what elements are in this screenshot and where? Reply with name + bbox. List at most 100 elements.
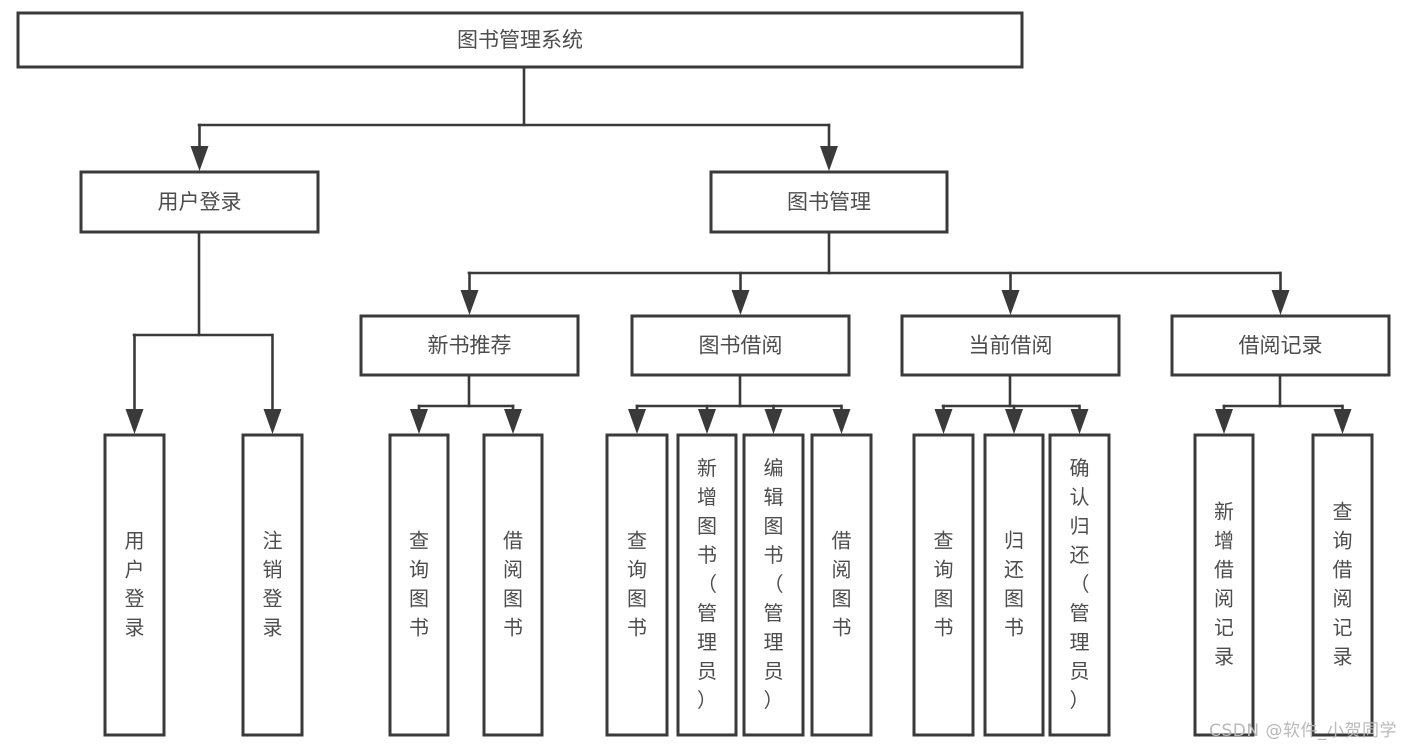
node-label: 编辑图书（管理员） <box>764 456 784 712</box>
node-box <box>630 314 851 377</box>
node-box <box>359 314 580 377</box>
node-box <box>605 433 669 737</box>
connector-new-book-rec-bus <box>417 373 515 408</box>
edge-book-borrow-to-leaf-edit-book <box>764 404 783 434</box>
edge-book-manage-to-borrow-record <box>1271 271 1290 315</box>
edge-borrow-record-to-leaf-add-record <box>1215 404 1233 434</box>
connector-borrow-record-bus <box>1222 373 1344 408</box>
node-label: 查询图书 <box>627 528 647 639</box>
node-leaf-confirm-return[interactable]: 确认归还（管理员） <box>1048 433 1111 737</box>
connector-book-borrow-bus <box>635 373 843 408</box>
node-label: 确认归还（管理员） <box>1070 456 1090 712</box>
node-box <box>709 170 949 234</box>
node-leaf-add-record[interactable]: 新增借阅记录 <box>1193 433 1255 737</box>
arrow-head <box>764 409 783 434</box>
node-label: 新书推荐 <box>428 334 512 358</box>
node-label: 借阅图书 <box>832 528 852 639</box>
node-borrow-record[interactable]: 借阅记录 <box>1170 314 1391 377</box>
node-label: 图书管理 <box>787 190 871 214</box>
watermark: CSDN @软件_小贺同学 <box>1209 721 1397 741</box>
node-leaf-user-logout[interactable]: 注销登录 <box>241 433 304 737</box>
node-label: 查询借阅记录 <box>1333 499 1353 668</box>
arrow-head <box>1001 290 1020 315</box>
node-box <box>912 433 975 737</box>
node-box <box>241 433 304 737</box>
arrow-head <box>1215 409 1233 434</box>
arrow-head <box>731 290 750 315</box>
edge-current-borrow-to-leaf-return-book <box>1005 404 1023 434</box>
node-root[interactable]: 图书管理系统 <box>16 11 1024 69</box>
edge-book-borrow-to-leaf-query-book-2 <box>628 404 646 434</box>
node-leaf-query-record[interactable]: 查询借阅记录 <box>1311 433 1374 737</box>
arrow-head <box>1005 409 1023 434</box>
connector-root-bus <box>197 65 831 127</box>
arrow-head <box>934 409 953 434</box>
node-label: 图书借阅 <box>699 334 783 358</box>
node-box <box>388 433 450 737</box>
node-box <box>482 433 544 737</box>
edge-book-manage-to-current-borrow <box>1001 271 1020 315</box>
node-label: 新增图书（管理员） <box>697 456 717 712</box>
arrow-head <box>125 409 144 434</box>
node-box <box>1193 433 1255 737</box>
node-label: 用户登录 <box>158 190 242 214</box>
node-label: 新增借阅记录 <box>1214 499 1234 668</box>
arrow-head <box>410 409 428 434</box>
node-leaf-edit-book[interactable]: 编辑图书（管理员） <box>742 433 805 737</box>
node-box <box>103 433 166 737</box>
node-label: 当前借阅 <box>969 334 1053 358</box>
arrow-head <box>1271 290 1290 315</box>
node-leaf-query-book-1[interactable]: 查询图书 <box>388 433 450 737</box>
node-leaf-return-book[interactable]: 归还图书 <box>983 433 1045 737</box>
node-label: 图书管理系统 <box>457 28 583 52</box>
edge-current-borrow-to-leaf-query-book-3 <box>934 404 953 434</box>
node-new-book-rec[interactable]: 新书推荐 <box>359 314 580 377</box>
node-book-borrow[interactable]: 图书借阅 <box>630 314 851 377</box>
edge-user-login-to-leaf-user-logout <box>263 333 282 434</box>
node-current-borrow[interactable]: 当前借阅 <box>900 314 1121 377</box>
edge-root-to-book-manage <box>820 123 838 171</box>
node-leaf-borrow-book-2[interactable]: 借阅图书 <box>810 433 873 737</box>
edge-current-borrow-to-leaf-confirm-return <box>1070 404 1089 434</box>
node-leaf-borrow-book-1[interactable]: 借阅图书 <box>482 433 544 737</box>
arrow-head <box>820 146 838 171</box>
node-label: 借阅图书 <box>503 528 523 639</box>
node-box <box>810 433 873 737</box>
node-label: 注销登录 <box>263 528 283 639</box>
arrow-head <box>832 409 851 434</box>
arrow-head <box>1070 409 1089 434</box>
node-leaf-add-book[interactable]: 新增图书（管理员） <box>676 433 738 737</box>
node-leaf-query-book-2[interactable]: 查询图书 <box>605 433 669 737</box>
node-book-manage[interactable]: 图书管理 <box>709 170 949 234</box>
edge-new-book-rec-to-leaf-borrow-book-1 <box>504 404 522 434</box>
arrow-head <box>263 409 282 434</box>
connector-book-manage-bus <box>467 230 1282 275</box>
arrow-head <box>1333 409 1352 434</box>
edge-book-manage-to-book-borrow <box>731 271 750 315</box>
arrow-head <box>190 146 209 171</box>
edge-book-borrow-to-leaf-add-book <box>698 404 716 434</box>
edge-user-login-to-leaf-user-login <box>125 333 144 434</box>
arrow-head <box>504 409 522 434</box>
node-box <box>1311 433 1374 737</box>
arrow-head <box>698 409 716 434</box>
node-box <box>676 433 738 737</box>
node-leaf-query-book-3[interactable]: 查询图书 <box>912 433 975 737</box>
edge-root-to-user-login <box>190 123 209 171</box>
node-user-login[interactable]: 用户登录 <box>79 170 320 234</box>
arrow-head <box>460 290 479 315</box>
node-box <box>742 433 805 737</box>
node-box <box>16 11 1024 69</box>
node-label: 借阅记录 <box>1239 334 1323 358</box>
node-box <box>983 433 1045 737</box>
node-label: 用户登录 <box>125 528 145 639</box>
node-label: 查询图书 <box>934 528 954 639</box>
edge-book-manage-to-new-book-rec <box>460 271 479 315</box>
edge-book-borrow-to-leaf-borrow-book-2 <box>832 404 851 434</box>
node-label: 查询图书 <box>409 528 429 639</box>
node-leaf-user-login[interactable]: 用户登录 <box>103 433 166 737</box>
node-box <box>79 170 320 234</box>
connector-current-borrow-bus <box>941 373 1081 408</box>
